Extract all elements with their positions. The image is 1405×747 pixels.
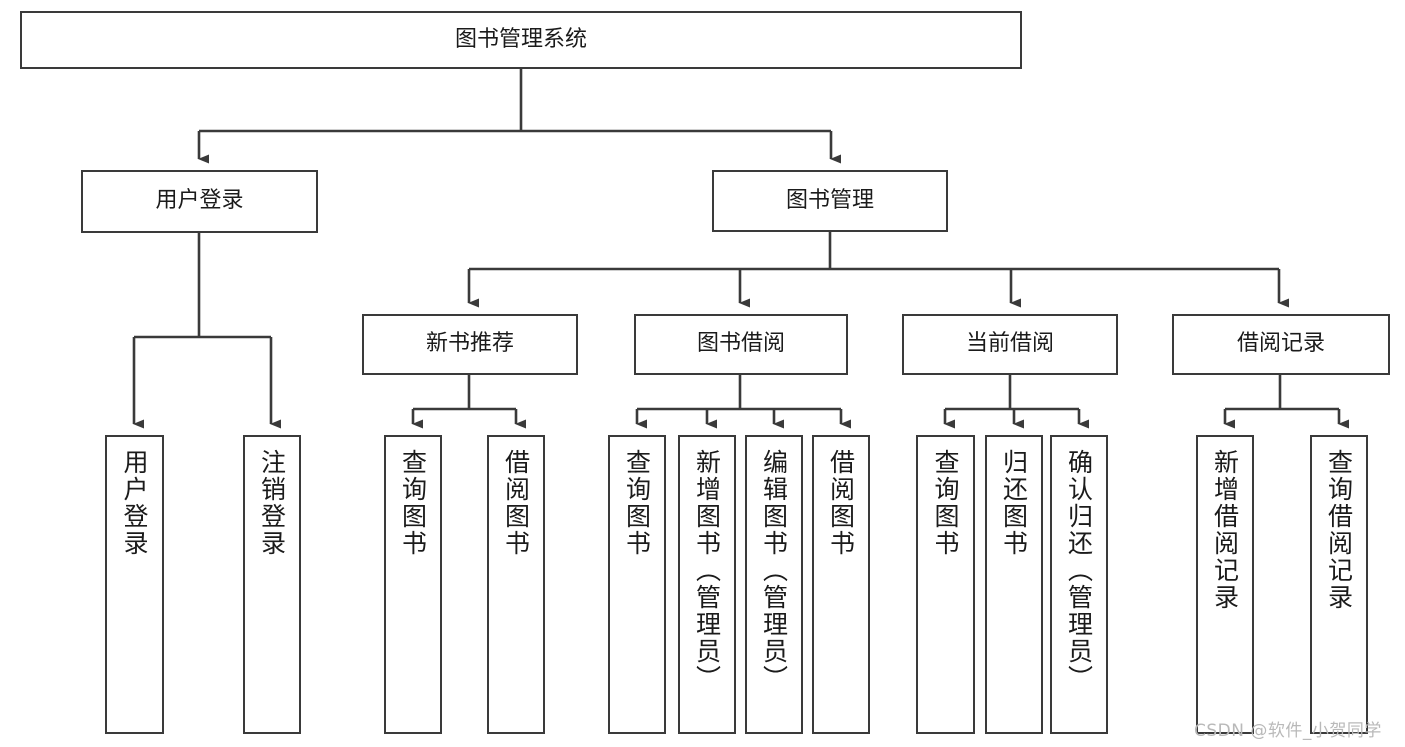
node-leaf-query-book-1[interactable]: 查询图书 [384, 435, 442, 734]
node-leaf-query-borrow-record[interactable]: 查询借阅记录 [1310, 435, 1368, 734]
node-label: 借阅图书 [501, 449, 531, 557]
node-label: 借阅图书 [826, 449, 856, 557]
node-leaf-confirm-return-admin[interactable]: 确认归还（管理员） [1050, 435, 1108, 734]
node-label: 新书推荐 [425, 331, 514, 357]
node-label: 用户登录 [155, 188, 244, 214]
node-label: 查询借阅记录 [1324, 449, 1354, 611]
node-book-management[interactable]: 图书管理 [712, 170, 948, 232]
node-new-book-recommend[interactable]: 新书推荐 [362, 314, 578, 375]
node-borrow-record[interactable]: 借阅记录 [1172, 314, 1390, 375]
node-label: 当前借阅 [965, 331, 1054, 357]
node-book-borrow[interactable]: 图书借阅 [634, 314, 848, 375]
node-leaf-user-login[interactable]: 用户登录 [105, 435, 164, 734]
node-label: 图书管理系统 [454, 26, 587, 52]
watermark: CSDN @软件_小贺同学 [1194, 721, 1382, 741]
node-leaf-borrow-book-2[interactable]: 借阅图书 [812, 435, 870, 734]
node-label: 新增图书（管理员） [692, 449, 722, 692]
node-leaf-logout-login[interactable]: 注销登录 [243, 435, 301, 734]
node-leaf-add-borrow-record[interactable]: 新增借阅记录 [1196, 435, 1254, 734]
node-label: 查询图书 [622, 449, 652, 557]
node-label: 查询图书 [931, 449, 960, 557]
node-label: 确认归还（管理员） [1064, 449, 1094, 692]
node-leaf-edit-book-admin[interactable]: 编辑图书（管理员） [745, 435, 803, 734]
node-label: 图书借阅 [696, 331, 785, 357]
node-label: 图书管理 [785, 187, 874, 213]
node-user-login[interactable]: 用户登录 [81, 170, 318, 233]
node-label: 新增借阅记录 [1210, 449, 1240, 611]
node-leaf-borrow-book-1[interactable]: 借阅图书 [487, 435, 545, 734]
node-label: 注销登录 [257, 449, 287, 557]
node-root[interactable]: 图书管理系统 [20, 11, 1022, 69]
node-label: 归还图书 [999, 449, 1029, 557]
node-leaf-query-book-3[interactable]: 查询图书 [916, 435, 975, 734]
node-leaf-add-book-admin[interactable]: 新增图书（管理员） [678, 435, 736, 734]
node-label: 用户登录 [120, 449, 149, 557]
node-label: 借阅记录 [1236, 331, 1325, 357]
node-label: 编辑图书（管理员） [759, 449, 789, 692]
node-current-borrow[interactable]: 当前借阅 [902, 314, 1118, 375]
node-label: 查询图书 [398, 449, 428, 557]
node-leaf-query-book-2[interactable]: 查询图书 [608, 435, 666, 734]
node-leaf-return-book[interactable]: 归还图书 [985, 435, 1043, 734]
